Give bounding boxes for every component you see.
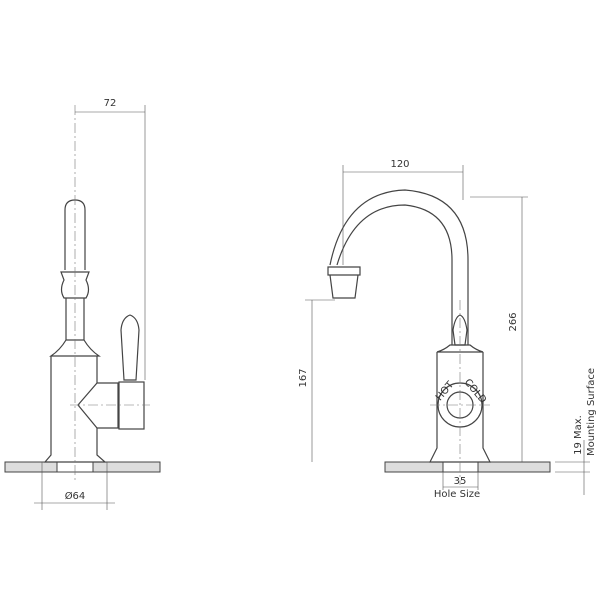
cold-label: COLD [462, 377, 489, 406]
lever-handle [120, 314, 140, 381]
aerator [327, 266, 361, 299]
mounting-hole-right [442, 461, 479, 473]
dim-reach: 120 [390, 159, 409, 170]
side-view: 72 Ø64 [4, 98, 161, 510]
handle-hub [118, 381, 145, 430]
dim-base-diameter: Ø64 [65, 490, 86, 502]
front-view: HOT COLD 120 266 167 35 Hole Size 19 Max… [298, 159, 597, 500]
dim-spout-height: 167 [298, 368, 309, 387]
valve-housing [77, 382, 119, 429]
mounting-surface-label: Mounting Surface [586, 368, 597, 456]
dim-hole: 35 [454, 476, 467, 487]
body-cap [49, 339, 101, 357]
hole-size-caption: Hole Size [434, 489, 480, 500]
dim-total-height: 266 [508, 312, 519, 331]
dim-width: 72 [104, 98, 117, 109]
lever-front [452, 314, 468, 346]
collar [60, 271, 90, 340]
mounting-max-label: 19 Max. [573, 415, 584, 455]
gooseneck-spout [329, 189, 469, 345]
